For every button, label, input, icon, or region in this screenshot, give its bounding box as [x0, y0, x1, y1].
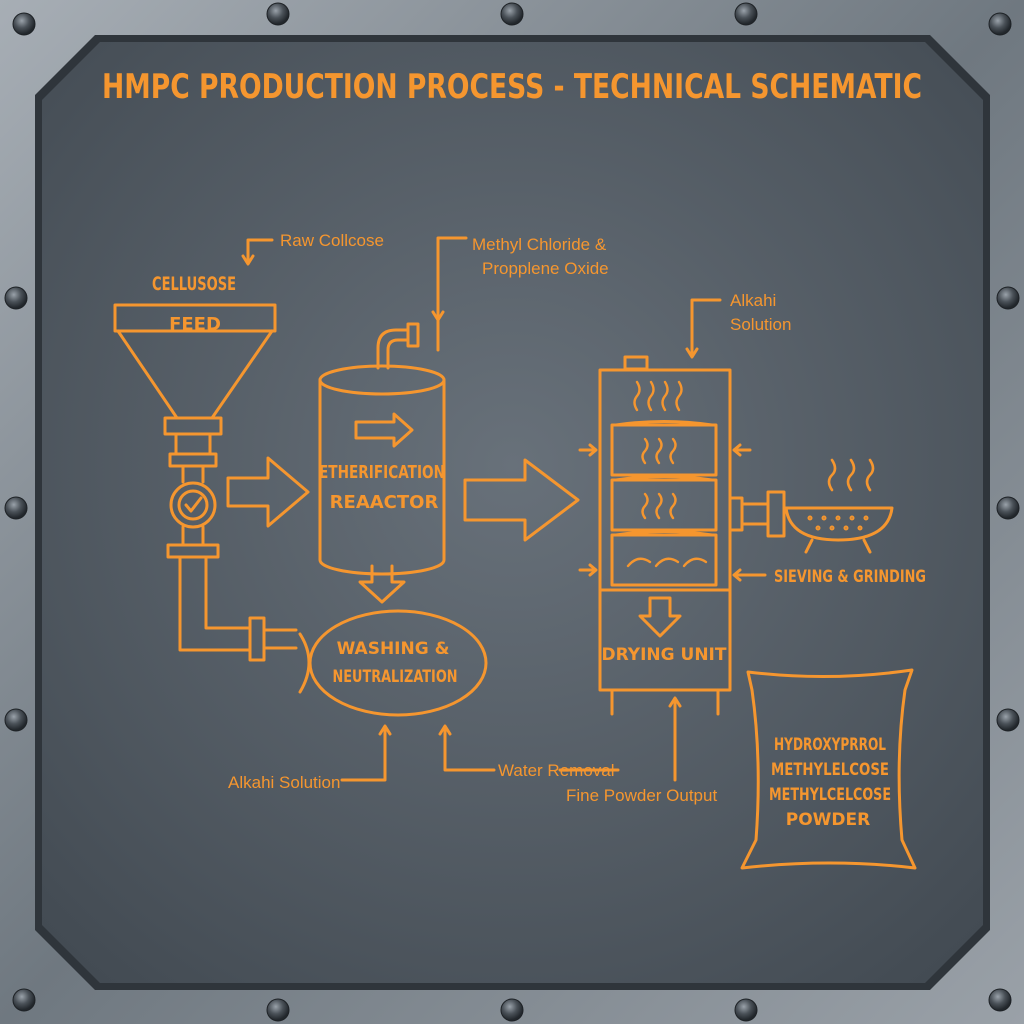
etherification-reactor: [318, 322, 446, 576]
product-line1: HYDROXYPRROL: [774, 735, 886, 755]
water-removal-leader: [443, 726, 496, 772]
water-removal-arrowhead: [438, 724, 452, 736]
schematic-lines: [113, 236, 917, 870]
hopper-feed-label: FEED: [169, 314, 221, 335]
washing-input-arrowhead: [378, 724, 392, 736]
reagent-label-line2: Propplene Oxide: [482, 259, 609, 278]
feed-inlet-leader: [246, 238, 274, 264]
drying-unit-label: DRYING UNIT: [602, 645, 727, 665]
flow-arrow-icon: [463, 458, 580, 542]
bolt-icon: [266, 2, 290, 26]
flow-arrow-icon: [638, 596, 682, 638]
powder-output-arrowhead: [668, 696, 682, 708]
side-inlet-arrows: [578, 443, 767, 582]
diagram-title: HMPC PRODUCTION PROCESS - TECHNICAL SCHE…: [102, 67, 922, 107]
steam-icon: [626, 380, 708, 568]
product-line4: POWDER: [786, 810, 870, 830]
flow-arrow-icon: [354, 412, 414, 448]
washing-label-line2: NEUTRALIZATION: [333, 667, 458, 687]
flow-arrow-icon: [358, 564, 406, 604]
sieving-connector: [728, 490, 786, 538]
bolt-icon: [734, 998, 758, 1022]
bolt-icon: [4, 286, 28, 310]
schematic-panel: [42, 42, 983, 983]
pipe-flange: [248, 616, 266, 662]
powder-bag: [740, 668, 917, 870]
steam-icon: [827, 458, 875, 492]
bolt-icon: [734, 2, 758, 26]
feed-inlet-arrowhead: [241, 254, 255, 266]
product-line2: METHYLELCOSE: [771, 760, 889, 780]
cellulose-label: CELLUSOSE: [152, 273, 236, 295]
bolt-icon: [988, 12, 1012, 36]
reagent-leader: [436, 236, 468, 352]
dryer-input-arrowhead: [685, 347, 699, 359]
bolts: [4, 2, 1020, 1022]
valve-icon: [166, 481, 220, 559]
bolt-icon: [500, 998, 524, 1022]
reagent-label-line1: Methyl Chloride &: [472, 235, 607, 254]
washing-label-line1: WASHING &: [337, 639, 450, 659]
bolt-icon: [500, 2, 524, 26]
washing-vessel: [298, 609, 488, 717]
bolt-icon: [988, 988, 1012, 1012]
product-line3: METHYLCELCOSE: [769, 785, 891, 805]
reactor-label-line1: ETHERIFICATION: [319, 462, 445, 483]
water-removal-label: Water Removal: [498, 761, 615, 780]
bolt-icon: [996, 286, 1020, 310]
powder-output-label: Fine Powder Output: [566, 786, 717, 805]
feed-inlet-label: Raw Collcose: [280, 231, 384, 250]
washing-input-label: Alkahi Solution: [228, 773, 340, 792]
dryer-input-label-line1: Alkahi: [730, 291, 776, 310]
dryer-input-label-line2: Solution: [730, 315, 791, 334]
feed-pipe: [178, 555, 252, 652]
dryer-input-leader: [690, 298, 722, 357]
bolt-icon: [996, 708, 1020, 732]
reagent-arrowhead: [431, 310, 445, 322]
feed-hopper: [113, 303, 277, 484]
flow-arrow-icon: [226, 456, 310, 528]
pipe-joint: [262, 628, 298, 650]
strainer-holes: [807, 515, 869, 531]
reactor-label-line2: REAACTOR: [330, 492, 439, 513]
bolt-icon: [12, 988, 36, 1012]
bolt-icon: [12, 12, 36, 36]
bolt-icon: [266, 998, 290, 1022]
strainer-icon: [782, 506, 894, 554]
bolt-icon: [4, 708, 28, 732]
washing-input-leader: [340, 726, 387, 782]
bolt-icon: [996, 496, 1020, 520]
sieving-label: SIEVING & GRINDING: [774, 567, 926, 587]
bolt-icon: [4, 496, 28, 520]
